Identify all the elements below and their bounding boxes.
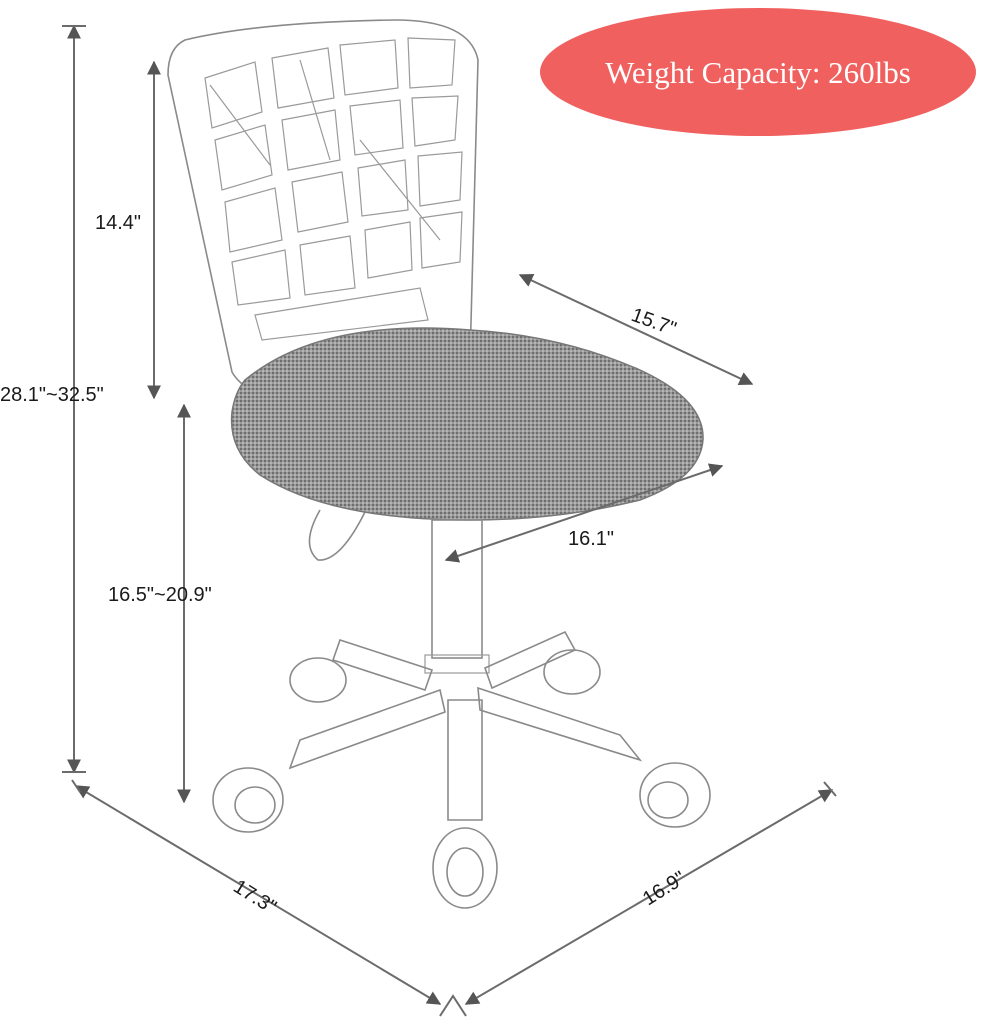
dimension-lines bbox=[62, 24, 837, 1017]
seat-width-line bbox=[444, 463, 724, 563]
weight-capacity-badge: Weight Capacity: 260lbs bbox=[540, 8, 976, 136]
backrest-grid bbox=[204, 37, 463, 341]
seat-depth-label: 15.7" bbox=[628, 304, 679, 340]
casters bbox=[212, 649, 711, 909]
base-right-line bbox=[464, 789, 834, 1005]
star-base bbox=[288, 630, 643, 821]
gas-lift bbox=[431, 519, 483, 659]
support-arm bbox=[308, 509, 366, 561]
seat-depth-line bbox=[518, 274, 754, 385]
backrest-height-label: 14.4" bbox=[95, 212, 141, 234]
chair-illustration bbox=[167, 19, 711, 909]
seat-cushion bbox=[230, 327, 704, 521]
badge-background bbox=[540, 8, 976, 136]
seat-width-label: 16.1" bbox=[568, 528, 614, 550]
dimension-labels: 14.4" 28.1"~32.5" 16.5"~20.9" 15.7" 16.1… bbox=[0, 212, 690, 919]
base-left-line bbox=[74, 785, 442, 1005]
weight-capacity-text: Weight Capacity: 260lbs bbox=[605, 55, 911, 90]
total-height-label: 28.1"~32.5" bbox=[0, 384, 104, 406]
base-right-label: 16.9" bbox=[639, 867, 690, 910]
base-left-label: 17.3" bbox=[229, 876, 280, 919]
seat-height-label: 16.5"~20.9" bbox=[108, 584, 212, 606]
